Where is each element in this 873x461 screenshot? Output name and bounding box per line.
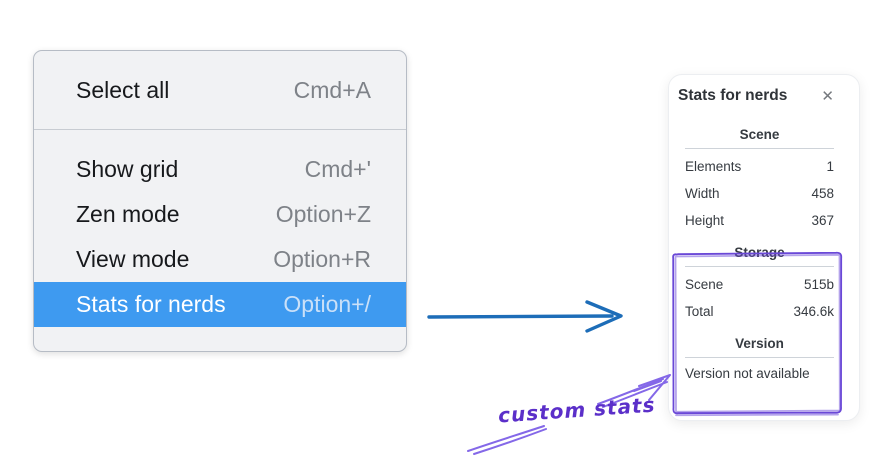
version-note: Version not available: [685, 366, 810, 381]
menu-item-shortcut: Option+Z: [275, 201, 371, 227]
stats-panel: Stats for nerds ✕ Scene Elements 1 Width…: [668, 74, 860, 421]
menu-item-stats-for-nerds[interactable]: Stats for nerds Option+/: [34, 282, 406, 327]
stat-value: 515b: [803, 277, 834, 292]
stats-section-version: Version Version not available: [685, 336, 834, 385]
menu-item-label: View mode: [76, 246, 190, 272]
stat-label: Total: [685, 304, 714, 319]
menu-item-label: Zen mode: [76, 201, 180, 227]
section-header: Version: [685, 336, 834, 358]
panel-title: Stats for nerds: [678, 87, 788, 104]
menu-item-zen-mode[interactable]: Zen mode Option+Z: [34, 192, 406, 237]
menu-item-view-mode[interactable]: View mode Option+R: [34, 237, 406, 282]
stats-section-scene: Scene Elements 1 Width 458 Height 367: [685, 127, 834, 234]
stats-row-width: Width 458: [685, 180, 834, 207]
menu-section-bottom: Show grid Cmd+' Zen mode Option+Z View m…: [34, 130, 406, 351]
stats-row-scene-storage: Scene 515b: [685, 271, 834, 298]
menu-item-shortcut: Cmd+': [304, 156, 371, 182]
menu-divider: [34, 129, 406, 130]
menu-item-label: Select all: [76, 76, 170, 103]
stats-panel-header: Stats for nerds ✕: [678, 87, 834, 105]
stat-label: Height: [685, 213, 725, 228]
section-header: Scene: [685, 127, 834, 149]
stats-row-height: Height 367: [685, 207, 834, 234]
stats-section-storage: Storage Scene 515b Total 346.6k: [685, 245, 834, 325]
stat-value: 458: [811, 186, 834, 201]
stats-row-elements: Elements 1: [685, 153, 834, 180]
stat-value: 1: [826, 159, 834, 174]
close-icon[interactable]: ✕: [821, 87, 834, 105]
menu-item-show-grid[interactable]: Show grid Cmd+': [34, 147, 406, 192]
context-menu: Select all Cmd+A Show grid Cmd+' Zen mod…: [33, 50, 407, 352]
section-header: Storage: [685, 245, 834, 267]
stat-value: 346.6k: [793, 304, 834, 319]
menu-item-select-all[interactable]: Select all Cmd+A: [34, 76, 406, 104]
menu-item-shortcut: Option+R: [273, 246, 371, 272]
menu-item-shortcut: Option+/: [283, 291, 371, 317]
stat-label: Elements: [685, 159, 742, 174]
blue-arrow: [427, 300, 623, 333]
stat-label: Width: [685, 186, 720, 201]
annotation-text: custom stats: [497, 392, 657, 428]
annotation-arrow: [467, 374, 671, 455]
menu-item-shortcut: Cmd+A: [293, 76, 371, 103]
menu-section-top: Select all Cmd+A: [34, 51, 406, 129]
menu-item-label: Show grid: [76, 156, 179, 182]
stats-row-total-storage: Total 346.6k: [685, 298, 834, 325]
stat-label: Scene: [685, 277, 724, 292]
menu-item-label: Stats for nerds: [76, 291, 226, 317]
stat-value: 367: [811, 213, 834, 228]
